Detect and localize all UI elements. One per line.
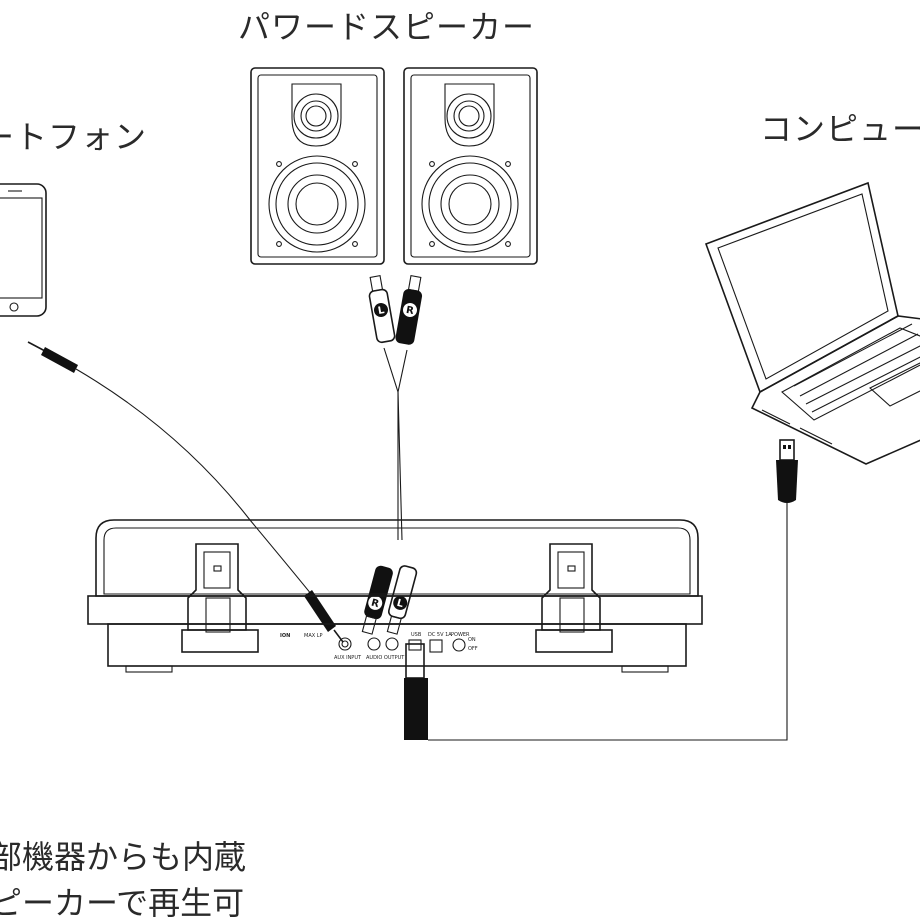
rca-plug-bottom-r: R (361, 565, 393, 635)
audio-output-port-l (385, 637, 399, 651)
right-channel-mark-bottom: R (370, 598, 381, 611)
note-line-2: ピーカーで再生可 (0, 884, 245, 922)
aux-jack-plug-top (27, 341, 78, 373)
usb-cable (428, 503, 788, 741)
dc-port (429, 639, 443, 653)
latch-left (181, 543, 259, 653)
usb-label: USB (411, 632, 422, 638)
speaker-right (403, 67, 538, 265)
rca-cable-b (397, 349, 408, 541)
laptop (704, 181, 920, 465)
off-label: OFF (468, 646, 478, 652)
aux-input-port (338, 637, 352, 651)
powered-speaker-label: パワードスピーカー (238, 8, 536, 46)
on-label: ON (468, 637, 476, 643)
audio-output-port-r (367, 637, 381, 651)
brand-logo: ION (280, 633, 290, 639)
power-switch (452, 638, 466, 652)
power-label: POWER (451, 632, 470, 638)
left-channel-mark: L (377, 305, 386, 317)
right-channel-mark: R (405, 305, 415, 317)
usb-plug-turntable (404, 643, 428, 740)
aux-cable (75, 368, 321, 606)
aux-jack-plug-bottom (304, 590, 344, 643)
speaker-left (250, 67, 385, 265)
smartphone (0, 183, 47, 317)
rca-plug-top-right: R (395, 275, 423, 345)
model-name: MAX LP (304, 633, 323, 639)
left-channel-mark-bottom: L (395, 598, 405, 610)
rca-cable-a (383, 347, 399, 540)
computer-label: コンピュー (760, 110, 920, 148)
usb-plug (776, 439, 798, 503)
audio-output-label: AUDIO OUTPUT (366, 655, 405, 661)
turntable: ION MAX LP AUX INPUT AUDIO OUTPUT USB DC… (87, 519, 703, 673)
rca-plug-top-left: L (368, 275, 396, 344)
latch-right (535, 543, 613, 653)
note-line-1: 部機器からも内蔵 (0, 838, 247, 876)
aux-input-label: AUX INPUT (334, 655, 362, 661)
dc-label: DC 5V 1A (428, 632, 452, 638)
usb-port (408, 639, 422, 651)
